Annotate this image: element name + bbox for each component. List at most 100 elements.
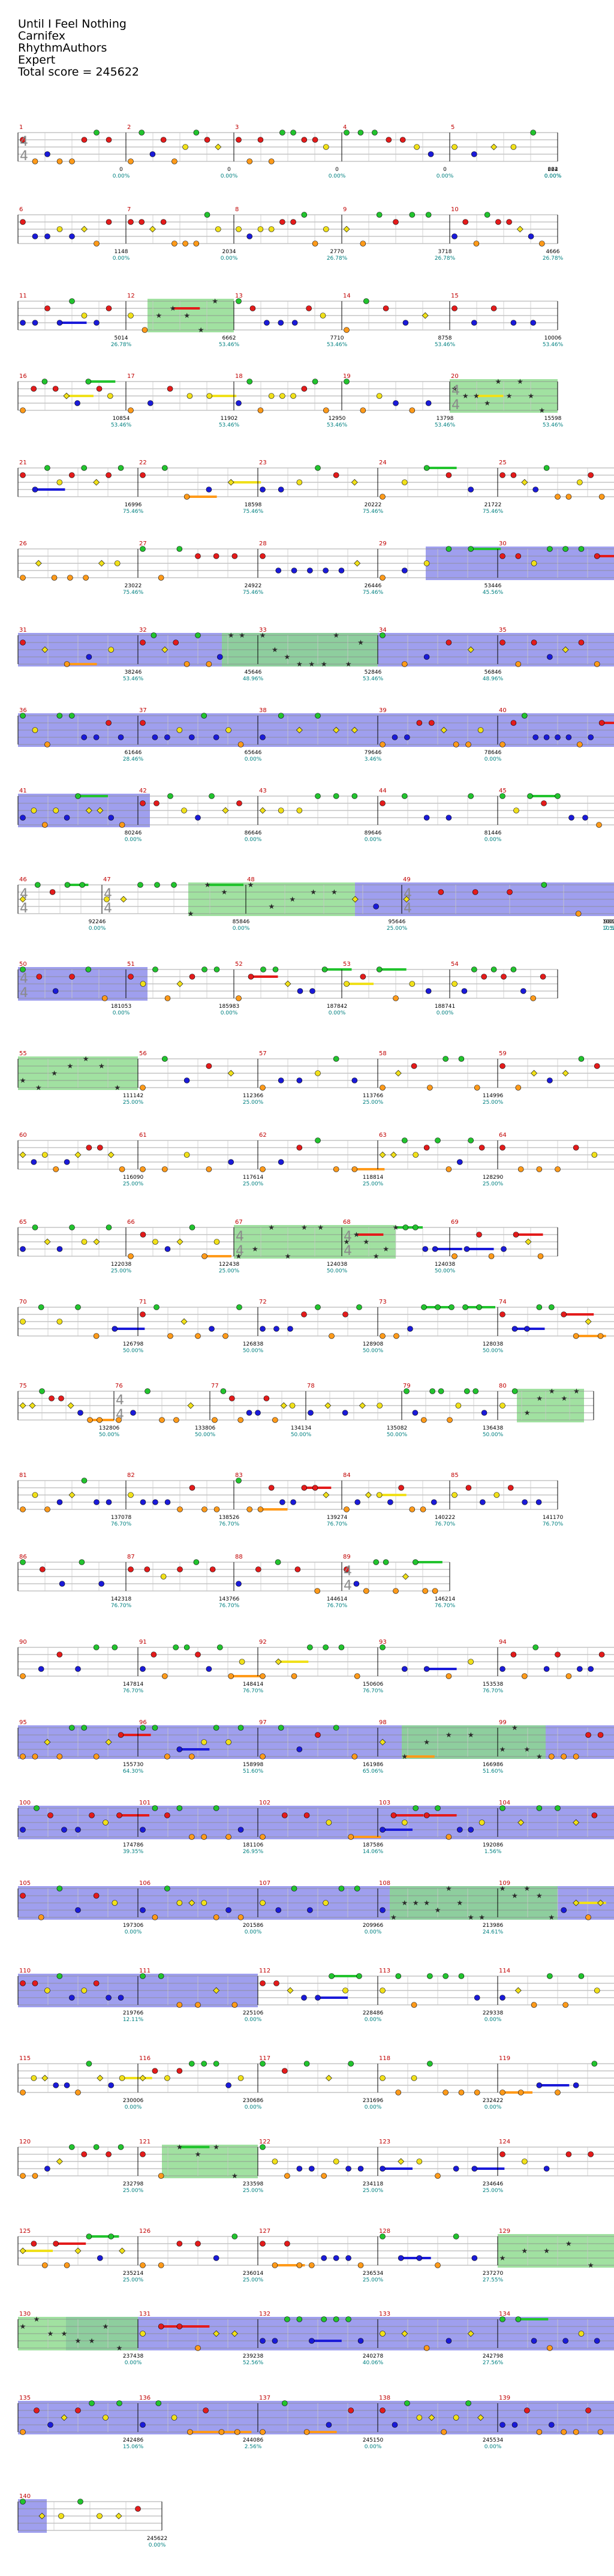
measure-number: 130 xyxy=(19,2311,31,2317)
note xyxy=(204,212,210,218)
star-note: ★ xyxy=(89,2337,95,2345)
note xyxy=(206,1166,212,1172)
measure-percent: 2.56% xyxy=(245,2444,262,2450)
note xyxy=(44,465,50,471)
sustain-tail xyxy=(516,1233,543,1236)
note xyxy=(354,1499,361,1505)
measure-percent: 76.70% xyxy=(111,1521,132,1527)
measure-number: 119 xyxy=(499,2055,510,2062)
note-diamond xyxy=(402,1573,409,1580)
star-note: ★ xyxy=(435,1906,441,1914)
note xyxy=(275,1907,282,1913)
star-note: ★ xyxy=(401,1899,408,1907)
note xyxy=(69,298,75,304)
note xyxy=(87,1417,93,1423)
measure-number: 134 xyxy=(499,2311,510,2317)
note xyxy=(255,1410,261,1416)
note xyxy=(20,1893,26,1899)
measure-score: 231696 xyxy=(363,2098,384,2104)
time-signature-top: 4 xyxy=(404,887,412,902)
note xyxy=(521,1673,528,1679)
sustain-tail xyxy=(67,663,97,665)
measure-number: 72 xyxy=(259,1299,267,1305)
note xyxy=(380,1333,386,1339)
note xyxy=(206,393,213,399)
star-note: ★ xyxy=(499,1745,506,1754)
note xyxy=(281,1812,288,1818)
star-note: ★ xyxy=(524,1409,531,1417)
note xyxy=(443,1973,449,1979)
measure-score: 0 xyxy=(443,167,447,173)
measure-number: 53 xyxy=(343,961,351,968)
note xyxy=(128,407,134,413)
note-diamond xyxy=(176,980,183,987)
note xyxy=(547,1973,553,1979)
star-note: ★ xyxy=(517,377,523,386)
measure-number: 137 xyxy=(259,2395,270,2401)
note xyxy=(56,1499,63,1505)
measure-percent: 0.00% xyxy=(89,926,106,932)
note-diamond xyxy=(67,1402,74,1409)
note xyxy=(312,137,318,143)
measure-number: 76 xyxy=(115,1383,123,1389)
note xyxy=(547,546,553,552)
note-diamond xyxy=(105,1739,112,1746)
note xyxy=(128,974,134,980)
measure-number: 109 xyxy=(499,1880,510,1887)
note xyxy=(380,2166,386,2172)
sustain-tail xyxy=(347,983,374,985)
note xyxy=(236,1581,242,1587)
note-diamond xyxy=(93,479,100,486)
note xyxy=(372,130,378,136)
measure-number: 113 xyxy=(379,1968,390,1974)
measure-score: 1148 xyxy=(115,249,128,255)
note xyxy=(160,219,167,225)
note-diamond xyxy=(227,479,234,486)
note xyxy=(576,1666,583,1672)
note xyxy=(140,472,146,478)
star-note: ★ xyxy=(35,1083,42,1092)
measure-number: 44 xyxy=(379,788,387,794)
measure-percent: 0.00% xyxy=(544,173,562,179)
note xyxy=(213,1914,219,1920)
measure-number: 128 xyxy=(379,2228,390,2235)
star-note: ★ xyxy=(317,1223,324,1232)
note xyxy=(513,1232,519,1238)
note xyxy=(531,640,537,645)
sustain-tail xyxy=(354,1168,385,1170)
sustain-tail xyxy=(597,555,614,557)
note xyxy=(176,2002,183,2008)
note xyxy=(47,2422,53,2428)
measure-score: 6662 xyxy=(222,335,236,341)
measure-number: 21 xyxy=(19,460,27,466)
note xyxy=(499,1311,505,1317)
measure-number: 41 xyxy=(19,788,27,794)
note xyxy=(53,807,59,813)
measure-score: 128290 xyxy=(483,1175,504,1181)
note xyxy=(386,137,392,143)
note xyxy=(323,226,329,232)
note xyxy=(128,219,134,225)
note xyxy=(20,1506,26,1512)
note xyxy=(312,241,318,247)
measure-percent: 26.95% xyxy=(243,1849,264,1855)
note xyxy=(471,2166,478,2172)
measure-score: 187842 xyxy=(327,1004,347,1010)
measure-percent: 75.46% xyxy=(483,509,504,515)
note xyxy=(94,1499,100,1505)
star-note: ★ xyxy=(20,1076,26,1085)
star-note: ★ xyxy=(462,392,469,400)
star-note: ★ xyxy=(484,399,490,407)
measure-score: 155730 xyxy=(123,1762,144,1768)
measure-number: 31 xyxy=(19,627,27,634)
note xyxy=(56,1319,63,1325)
measure-score: 24922 xyxy=(245,583,262,589)
measure-number: 103 xyxy=(379,1800,390,1806)
star-note: ★ xyxy=(221,888,228,896)
note-diamond xyxy=(85,807,92,814)
note xyxy=(588,734,594,740)
note xyxy=(149,151,156,157)
note xyxy=(284,2173,290,2179)
note xyxy=(97,2513,103,2519)
